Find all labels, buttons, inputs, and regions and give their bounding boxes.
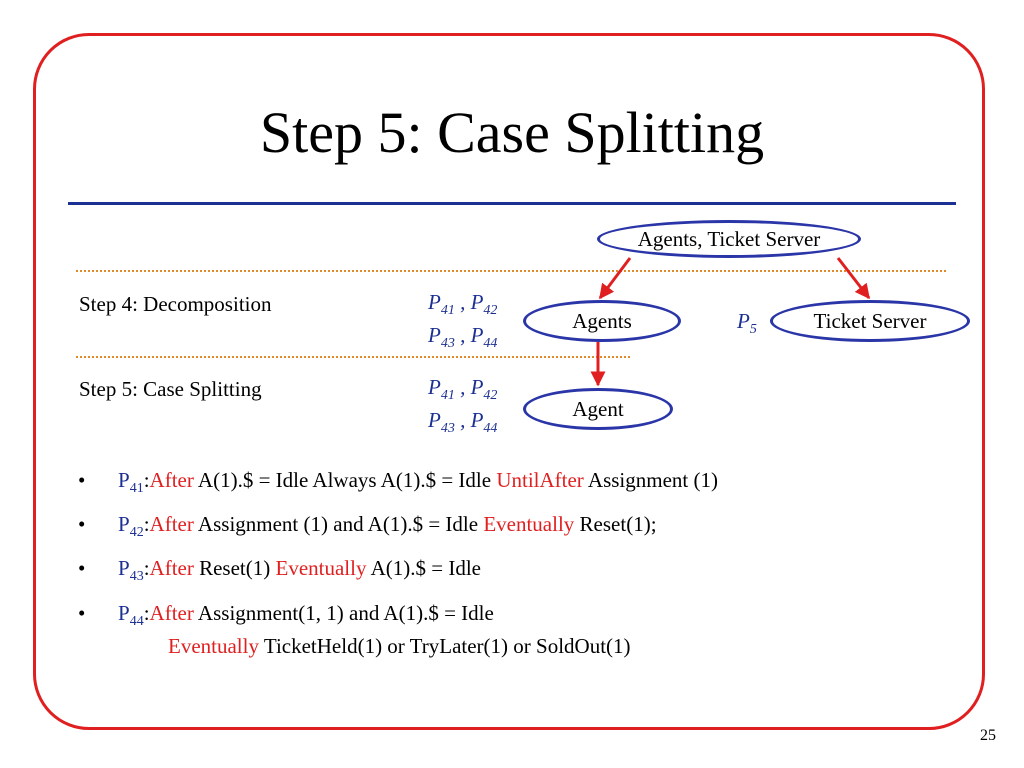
bullet-dot: • (78, 600, 86, 625)
keyword: After (149, 512, 194, 537)
page-number: 25 (980, 727, 996, 744)
property-subscript: 41 (129, 481, 144, 497)
keyword: Eventually (483, 512, 575, 537)
property-name: P (118, 512, 130, 537)
property-continuation: Eventually TicketHeld(1) or TryLater(1) … (118, 634, 718, 658)
property-bullet: • P41:After A(1).$ = Idle Always A(1).$ =… (78, 468, 718, 501)
property-bullet-list: •P41:After A(1).$ = Idle Always A(1).$ =… (78, 468, 718, 669)
property-text: Reset(1) (193, 556, 276, 581)
property-subscript: 43 (129, 569, 144, 585)
arrow-root-to-ticket-server (836, 257, 871, 300)
dotted-separator-top (76, 270, 946, 272)
property-line: P43 , P44 (428, 408, 498, 437)
p5-label: P5 (737, 309, 757, 338)
bullet-dot: • (78, 512, 86, 537)
property-colon: : (143, 556, 150, 581)
bullet-dot: • (78, 468, 86, 492)
property-line: P41 , P42 (428, 375, 498, 404)
property-colon: : (143, 468, 150, 492)
property-bullet: • P44:After Assignment(1, 1) and A(1).$ =… (78, 601, 718, 658)
arrow-root-to-agents (598, 257, 632, 300)
keyword: After (149, 600, 194, 625)
property-line: P41 , P42 (428, 290, 498, 319)
step4-label: Step 4: Decomposition (79, 292, 272, 316)
property-bullet: • P43:After Reset(1) Eventually A(1).$ = … (78, 556, 718, 589)
dotted-separator-middle (76, 356, 630, 358)
property-colon: : (143, 512, 150, 537)
property-text: Assignment (1) (583, 468, 718, 492)
property-subscript: 42 (129, 525, 144, 541)
node-agents-ticket-server: Agents, Ticket Server (597, 220, 861, 258)
property-text: A(1).$ = Idle (366, 556, 481, 581)
property-colon: : (143, 600, 150, 625)
node-ticket-server: Ticket Server (770, 300, 970, 342)
title-rule (68, 202, 956, 205)
property-text: Reset(1); (574, 512, 657, 537)
property-bullet: • P42:After Assignment (1) and A(1).$ = I… (78, 512, 718, 545)
bullet-dot: • (78, 556, 86, 581)
step5-property-group: P41 , P42 P43 , P44 (428, 375, 497, 441)
step4-property-group: P41 , P42 P43 , P44 (428, 290, 497, 356)
keyword: After (149, 556, 194, 581)
node-agent: Agent (523, 388, 673, 430)
keyword: Eventually (168, 633, 259, 658)
step5-label: Step 5: Case Splitting (79, 377, 262, 401)
property-name: P (118, 468, 130, 492)
property-text: A(1).$ = Idle Always A(1).$ = Idle (193, 468, 497, 492)
property-subscript: 44 (129, 613, 144, 629)
keyword: After (149, 468, 194, 492)
property-text: TicketHeld(1) or TryLater(1) or SoldOut(… (258, 633, 631, 658)
property-line: P43 , P44 (428, 323, 498, 352)
keyword: Eventually (275, 556, 367, 581)
property-name: P (118, 600, 130, 625)
property-text: Assignment (1) and A(1).$ = Idle (193, 512, 484, 537)
node-agents: Agents (523, 300, 681, 342)
keyword: UntilAfter (496, 468, 584, 492)
property-text: Assignment(1, 1) and A(1).$ = Idle (193, 600, 494, 625)
slide-frame (33, 33, 985, 730)
slide-title: Step 5: Case Splitting (259, 100, 765, 165)
property-name: P (118, 556, 130, 581)
